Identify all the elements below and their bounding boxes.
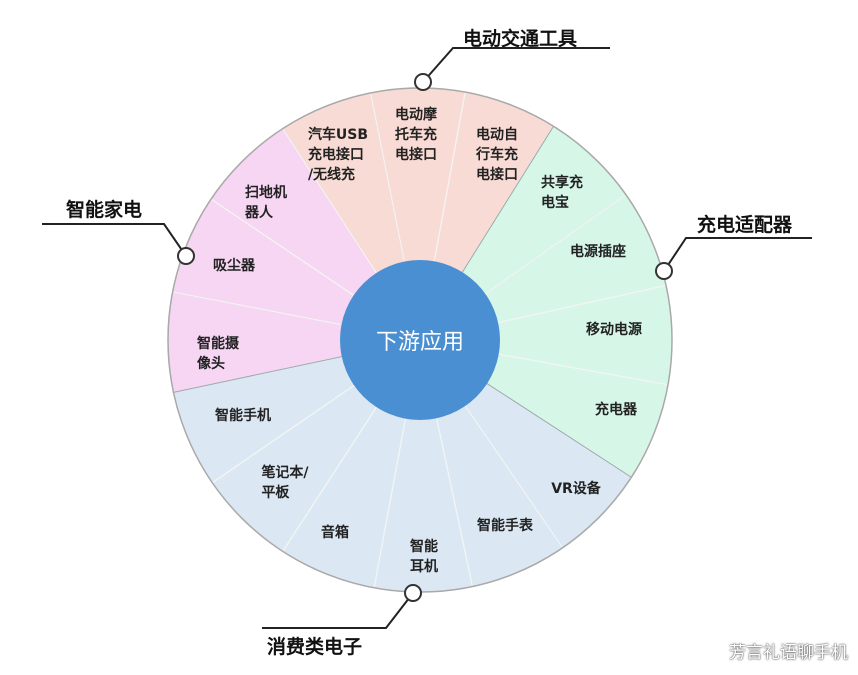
item-power-socket: 电源插座 (570, 244, 626, 260)
item-robot-vacuum: 扫地机 器人 (245, 185, 287, 221)
item-vr: VR设备 (551, 481, 601, 497)
item-charger: 充电器 (595, 402, 637, 418)
callout-node-icon (655, 262, 673, 280)
item-speaker: 音箱 (321, 525, 349, 541)
category-home: 智能家电 (66, 199, 143, 221)
callout-node-icon (404, 584, 422, 602)
item-shared-powerbank: 共享充 电宝 (541, 175, 583, 211)
watermark: 芳言礼语聊手机 (729, 643, 848, 663)
category-adapter: 充电适配器 (697, 214, 793, 236)
callout-node-icon (177, 247, 195, 265)
item-mobile-power: 移动电源 (586, 322, 642, 338)
item-earphones: 智能 耳机 (410, 539, 438, 575)
callout-line (262, 592, 414, 629)
item-smartwatch: 智能手表 (477, 518, 533, 534)
category-consumer: 消费类电子 (267, 636, 363, 658)
callout-line (42, 223, 187, 257)
item-car-usb: 汽车USB 充电接口 /无线充 (307, 127, 369, 183)
category-ev: 电动交通工具 (463, 28, 578, 50)
item-smartphone: 智能手机 (215, 408, 271, 424)
item-smart-camera: 智能摄 像头 (197, 336, 239, 372)
item-vacuum: 吸尘器 (213, 258, 255, 274)
center-hub: 下游应用 (340, 260, 500, 420)
callout-line (422, 47, 610, 83)
callout-node-icon (414, 73, 432, 91)
item-laptop-tablet: 笔记本/ 平板 (261, 465, 309, 501)
callout-line (663, 237, 812, 272)
item-ebike: 电动自 行车充 电接口 (476, 127, 518, 183)
item-emotorcycle: 电动摩 托车充 电接口 (395, 107, 437, 163)
